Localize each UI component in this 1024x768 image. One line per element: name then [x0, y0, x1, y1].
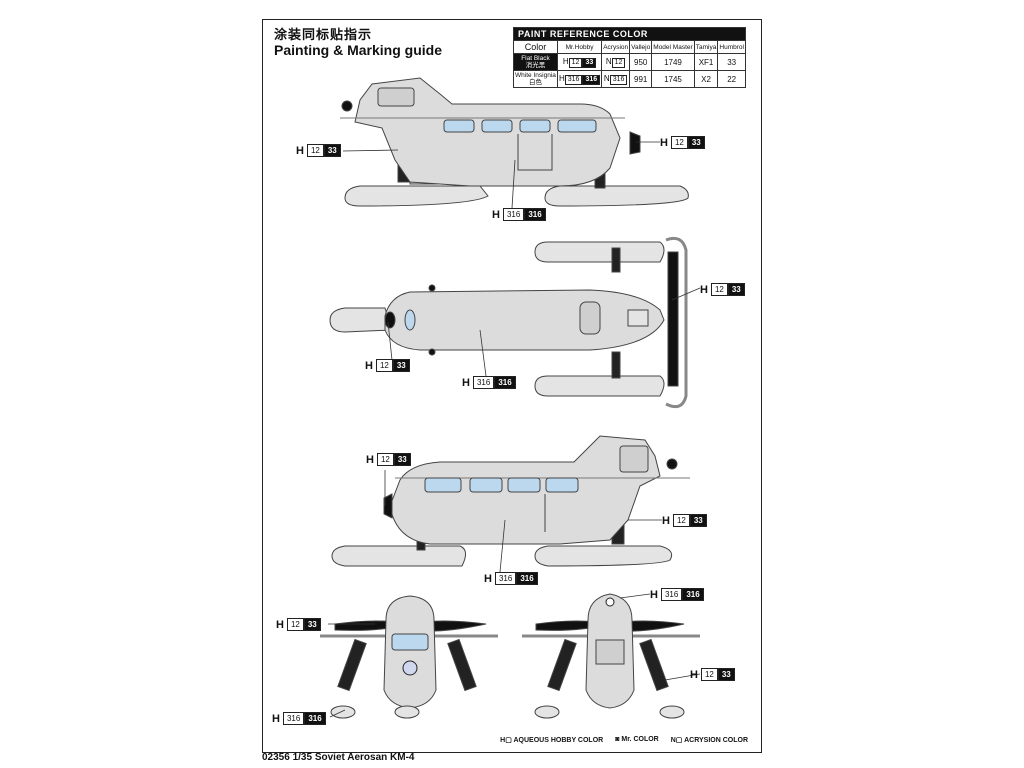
- legend-mr-color: ◙ Mr. COLOR: [615, 736, 659, 743]
- front-view: [320, 595, 498, 719]
- product-footer: 02356 1/35 Soviet Aerosan KM-4: [262, 752, 415, 763]
- rear-view: [522, 593, 700, 719]
- paint-reference-table: PAINT REFERENCE COLOR Color Mr.Hobby Acr…: [513, 27, 746, 88]
- side-view-left: [331, 435, 690, 567]
- title-english: Painting & Marking guide: [274, 42, 443, 58]
- humbrol-cell: 22: [717, 70, 746, 88]
- color-legend: H▢ AQUEOUS HOBBY COLOR ◙ Mr. COLOR N▢ AC…: [500, 736, 748, 744]
- top-view: [329, 236, 688, 409]
- modelmaster-cell: 1745: [651, 70, 695, 88]
- legend-aqueous: H▢ AQUEOUS HOBBY COLOR: [500, 737, 604, 744]
- title-chinese: 涂装同标贴指示: [274, 27, 373, 42]
- legend-acrysion: N▢ ACRYSION COLOR: [670, 737, 748, 744]
- side-view-right: [340, 77, 689, 207]
- tamiya-cell: X2: [693, 70, 719, 88]
- leader-lines: [328, 141, 701, 718]
